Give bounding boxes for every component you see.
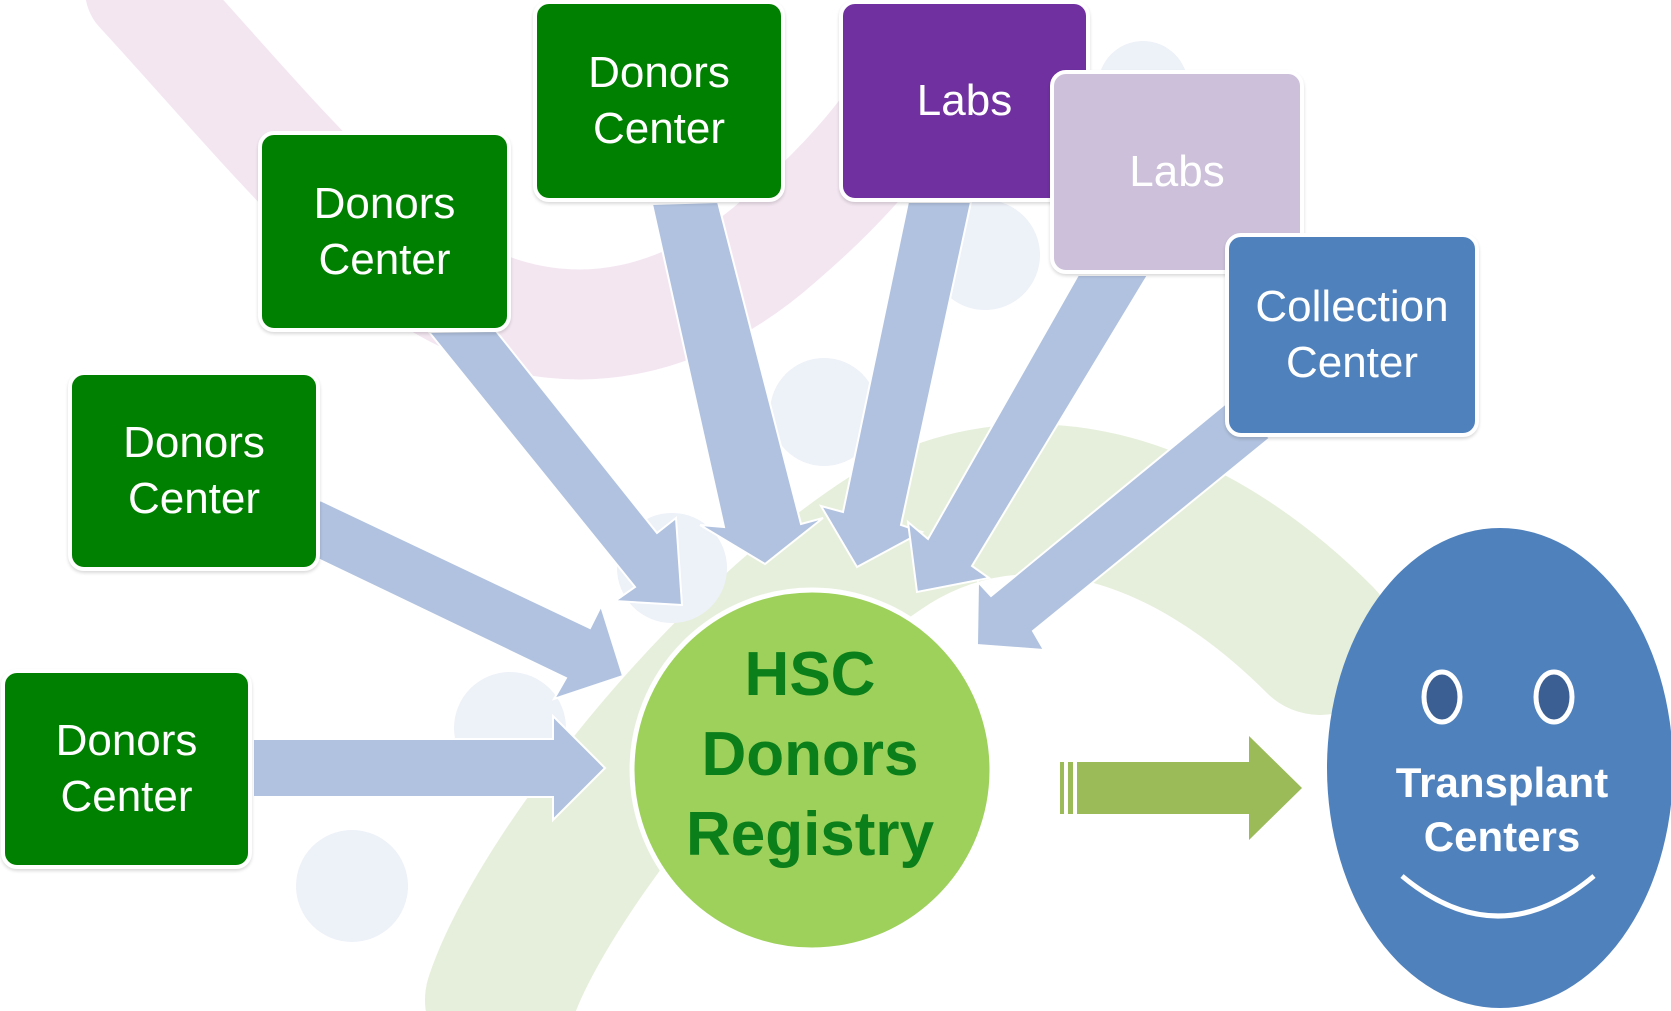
source-label: Labs <box>916 76 1013 125</box>
source-box-donors-3: Donors Center <box>258 131 511 332</box>
arrow-from-donors-4 <box>650 200 824 566</box>
arrow-from-labs-2 <box>906 274 1150 594</box>
registry-circle <box>629 587 995 953</box>
right-eye-icon <box>1533 669 1575 725</box>
registry-node: HSC Donors Registry <box>630 605 990 905</box>
bg-bubble <box>770 358 878 466</box>
arrow-from-collection <box>975 402 1272 652</box>
arrow-from-donors-1 <box>252 713 607 823</box>
arrow-from-donors-2 <box>295 498 625 701</box>
source-label: Donors Center <box>313 178 456 284</box>
source-label: Labs <box>1129 147 1225 196</box>
left-eye-icon <box>1421 669 1463 725</box>
source-box-labs-1: Labs <box>839 0 1090 202</box>
source-box-collection: Collection Center <box>1225 233 1479 437</box>
smile-icon <box>1400 874 1596 919</box>
registry-label: HSC Donors Registry <box>685 640 935 869</box>
source-label: Donors Center <box>55 716 198 821</box>
source-label: Donors Center <box>123 418 265 523</box>
source-box-donors-1: Donors Center <box>1 669 252 869</box>
source-box-donors-2: Donors Center <box>68 371 320 571</box>
transplant-node: Transplant Centers <box>1332 730 1671 890</box>
transplant-label: Transplant Centers <box>1395 759 1609 860</box>
source-box-donors-4: Donors Center <box>533 0 785 202</box>
source-label: Donors Center <box>588 48 730 153</box>
arrow-from-labs-1 <box>818 201 973 569</box>
source-label: Collection Center <box>1255 282 1449 387</box>
transplant-face <box>1327 528 1671 1008</box>
arrow-from-donors-3 <box>426 329 684 607</box>
output-arrow <box>1060 736 1302 840</box>
bg-bubble <box>296 830 408 942</box>
